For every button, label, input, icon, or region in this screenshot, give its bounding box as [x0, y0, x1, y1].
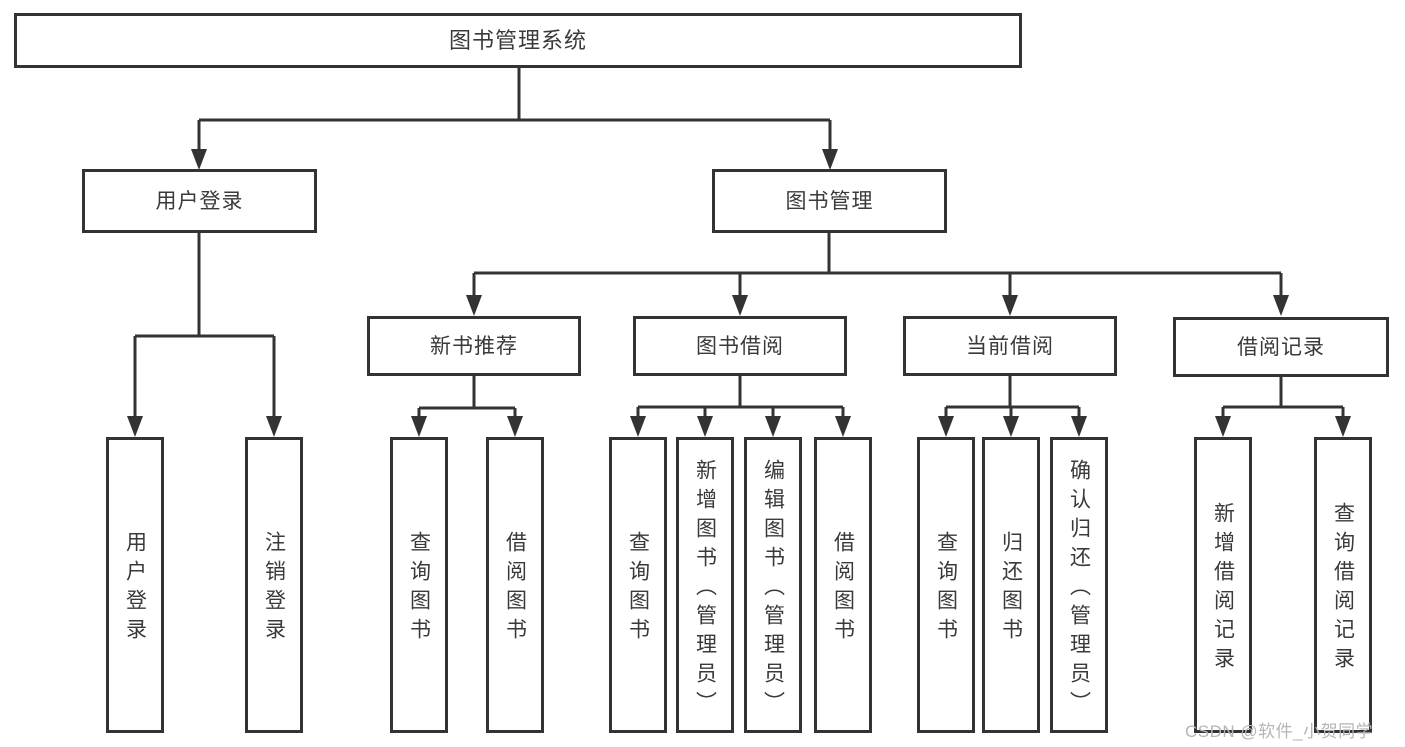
leaf-borrowing-add-book-admin: 新增图书（管理员） — [676, 437, 734, 733]
leaf-current-query-book: 查询图书 — [917, 437, 975, 733]
node-book-management: 图书管理 — [712, 169, 947, 233]
leaf-recommend-query-book: 查询图书 — [390, 437, 448, 733]
leaf-borrowing-borrow-book: 借阅图书 — [814, 437, 872, 733]
leaf-borrowing-query-book: 查询图书 — [609, 437, 667, 733]
node-user-login: 用户登录 — [82, 169, 317, 233]
node-library-management-system: 图书管理系统 — [14, 13, 1022, 68]
node-current-borrowing: 当前借阅 — [903, 316, 1117, 376]
leaf-logout-login: 注销登录 — [245, 437, 303, 733]
leaf-borrowing-edit-book-admin: 编辑图书（管理员） — [744, 437, 802, 733]
leaf-current-return-book: 归还图书 — [982, 437, 1040, 733]
leaf-records-add-borrow-record: 新增借阅记录 — [1194, 437, 1252, 733]
node-borrowing-records: 借阅记录 — [1173, 317, 1389, 377]
leaf-user-login: 用户登录 — [106, 437, 164, 733]
leaf-records-query-borrow-record: 查询借阅记录 — [1314, 437, 1372, 733]
leaf-current-confirm-return-admin: 确认归还（管理员） — [1050, 437, 1108, 733]
node-book-borrowing: 图书借阅 — [633, 316, 847, 376]
leaf-recommend-borrow-book: 借阅图书 — [486, 437, 544, 733]
node-new-book-recommendation: 新书推荐 — [367, 316, 581, 376]
